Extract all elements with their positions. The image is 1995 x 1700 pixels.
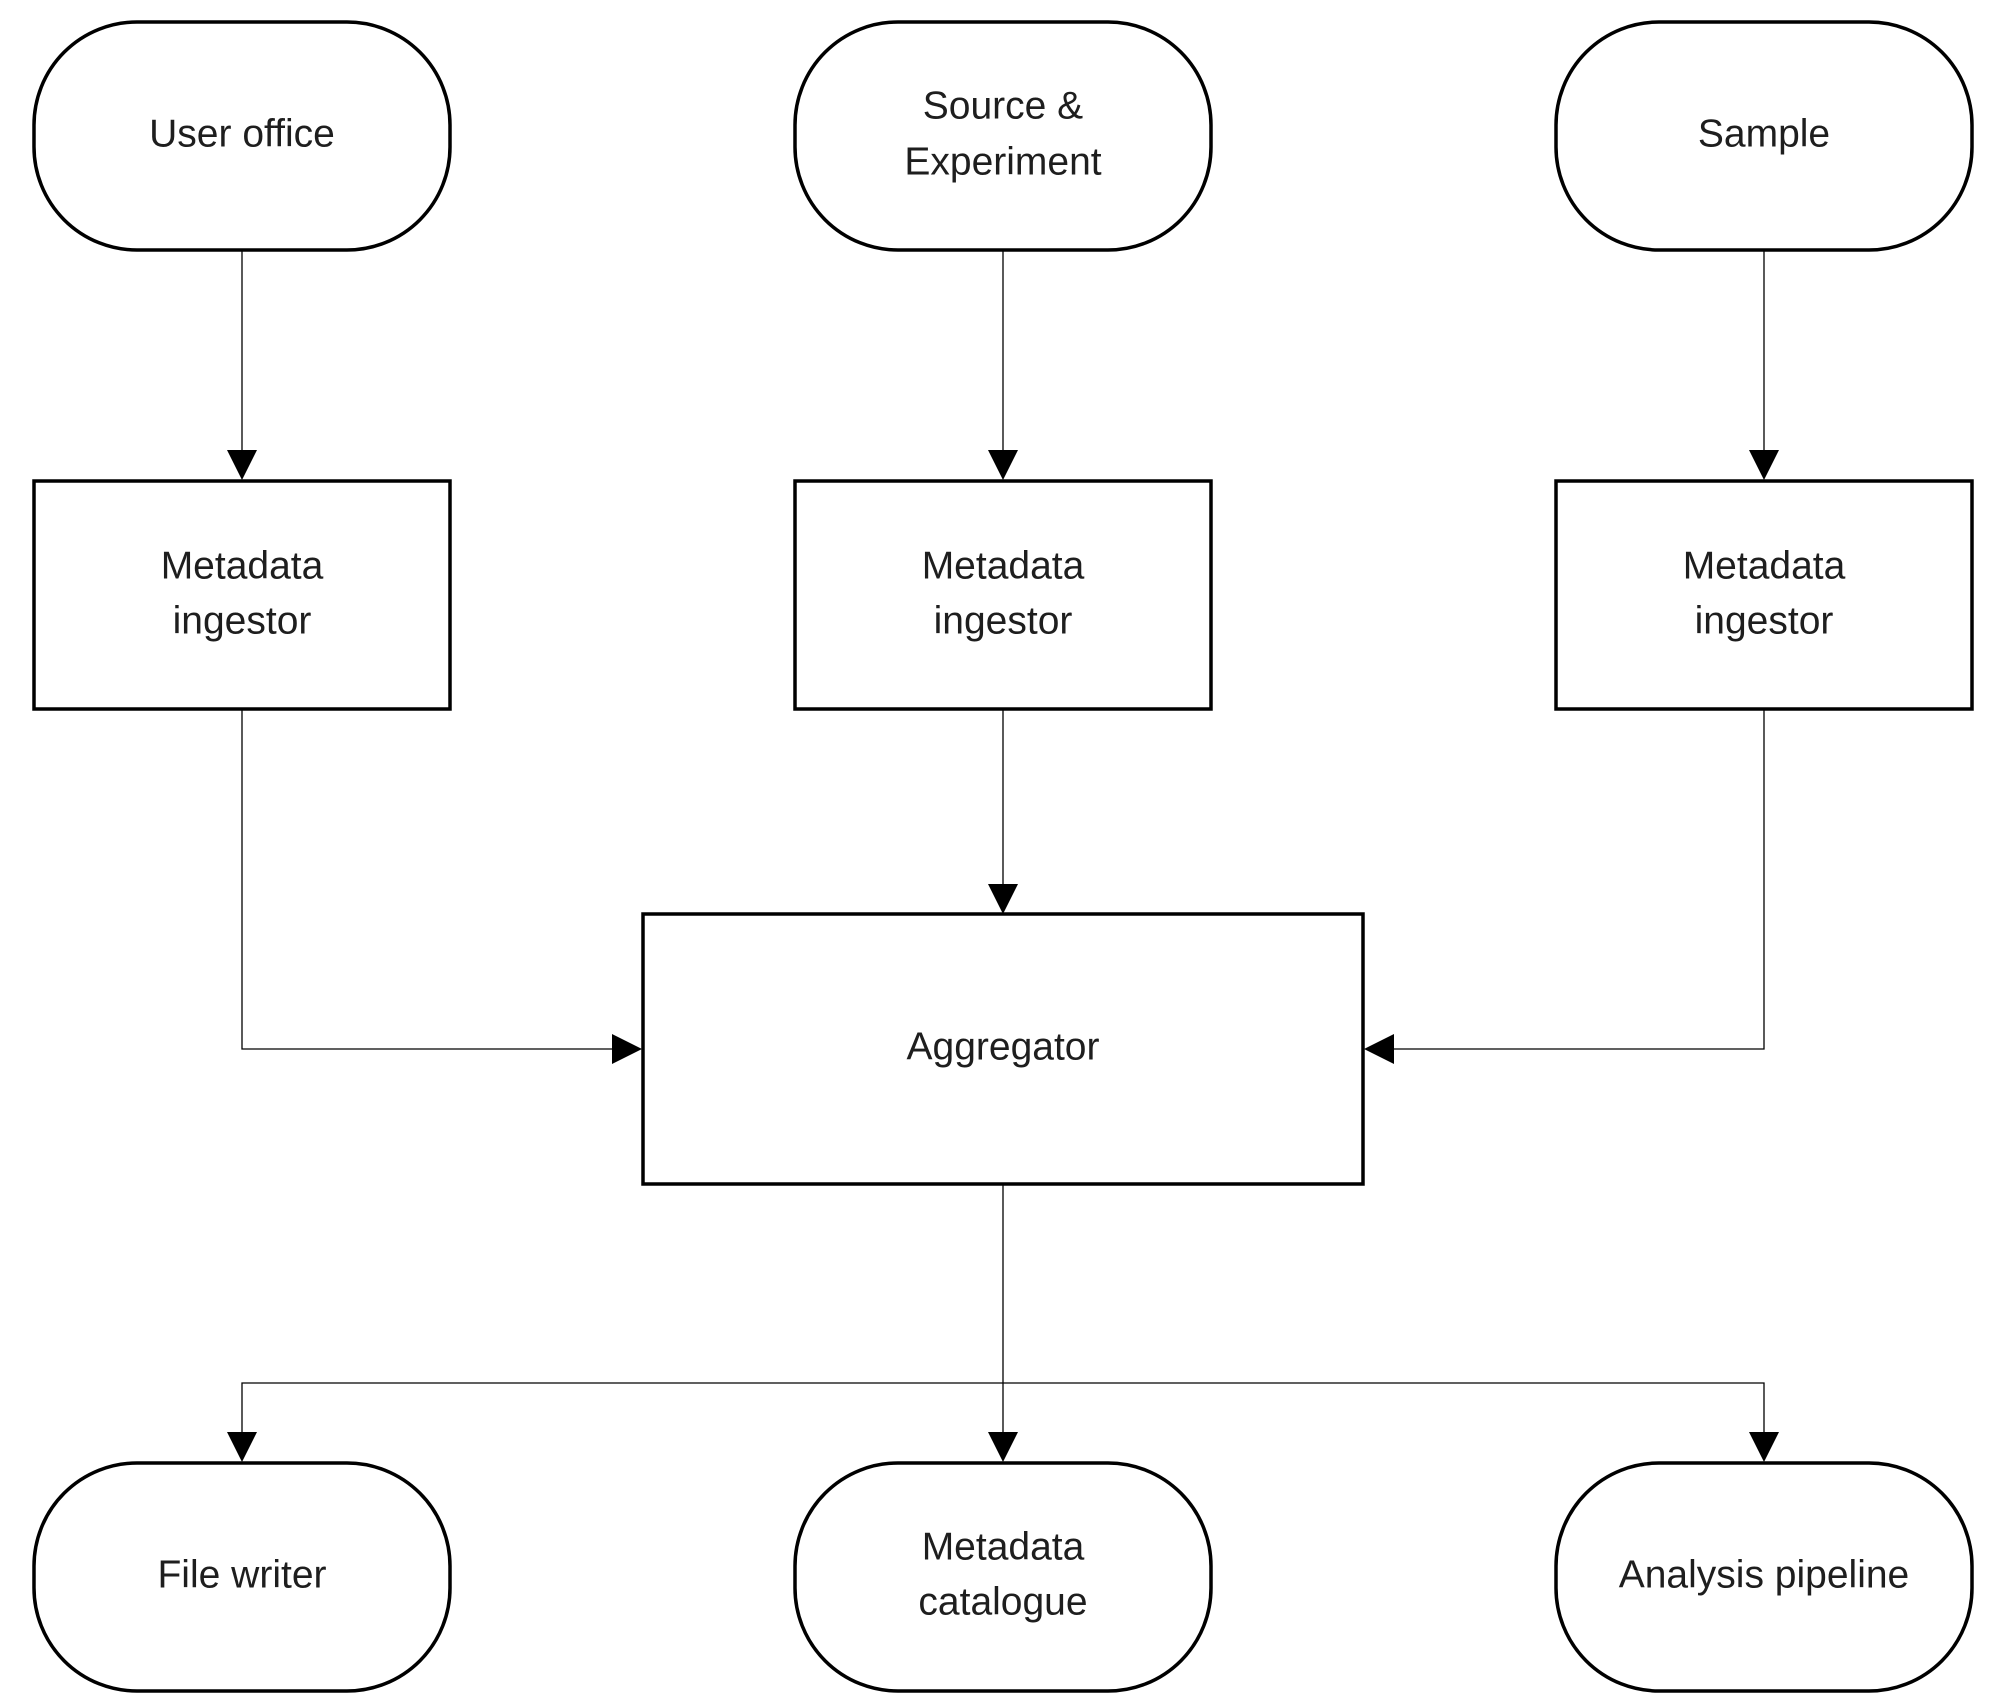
node-user-office: User office bbox=[32, 20, 452, 252]
node-label-line-1: Metadata bbox=[1683, 544, 1846, 587]
edge-user-office-to-ingestor bbox=[227, 250, 257, 480]
node-metadata-ingestor-sample: Metadata ingestor bbox=[1554, 479, 1974, 711]
edge-ingestor-source-experiment-to-aggregator bbox=[988, 709, 1018, 914]
edge-sample-to-ingestor bbox=[1749, 250, 1779, 480]
node-aggregator: Aggregator bbox=[641, 912, 1365, 1186]
node-file-writer: File writer bbox=[32, 1461, 452, 1693]
arrowhead-icon bbox=[988, 1432, 1018, 1462]
node-label: Sample bbox=[1698, 112, 1830, 155]
arrowhead-icon bbox=[988, 884, 1018, 914]
node-metadata-ingestor-source-experiment: Metadata ingestor bbox=[793, 479, 1213, 711]
edge-ingestor-user-office-to-aggregator bbox=[241, 709, 642, 1064]
node-label: User office bbox=[149, 112, 335, 155]
node-label-line-1: Source & bbox=[923, 84, 1083, 127]
edge-source-experiment-to-ingestor bbox=[988, 250, 1018, 480]
edge-aggregator-to-outputs bbox=[227, 1184, 1779, 1462]
node-label-line-1: Metadata bbox=[922, 1525, 1085, 1568]
arrowhead-icon bbox=[612, 1034, 642, 1064]
node-metadata-catalogue: Metadata catalogue bbox=[793, 1461, 1213, 1693]
arrowhead-icon bbox=[988, 450, 1018, 480]
node-label: Analysis pipeline bbox=[1619, 1553, 1910, 1596]
node-label-line-1: Metadata bbox=[922, 544, 1085, 587]
arrowhead-icon bbox=[227, 450, 257, 480]
node-label-line-1: Metadata bbox=[161, 544, 324, 587]
node-label-line-2: Experiment bbox=[904, 140, 1101, 183]
node-label-line-2: catalogue bbox=[918, 1580, 1087, 1623]
edge-ingestor-sample-to-aggregator bbox=[1364, 709, 1765, 1064]
node-label-line-2: ingestor bbox=[1695, 599, 1834, 642]
node-label: Aggregator bbox=[907, 1025, 1100, 1068]
node-analysis-pipeline: Analysis pipeline bbox=[1554, 1461, 1974, 1693]
arrowhead-icon bbox=[1749, 1432, 1779, 1462]
node-label: File writer bbox=[157, 1553, 326, 1596]
arrowhead-icon bbox=[1364, 1034, 1394, 1064]
node-metadata-ingestor-user-office: Metadata ingestor bbox=[32, 479, 452, 711]
arrowhead-icon bbox=[1749, 450, 1779, 480]
node-source-experiment: Source & Experiment bbox=[793, 20, 1213, 252]
node-label-line-2: ingestor bbox=[934, 599, 1073, 642]
node-sample: Sample bbox=[1554, 20, 1974, 252]
arrowhead-icon bbox=[227, 1432, 257, 1462]
connectors bbox=[227, 250, 1779, 1462]
node-label-line-2: ingestor bbox=[173, 599, 312, 642]
